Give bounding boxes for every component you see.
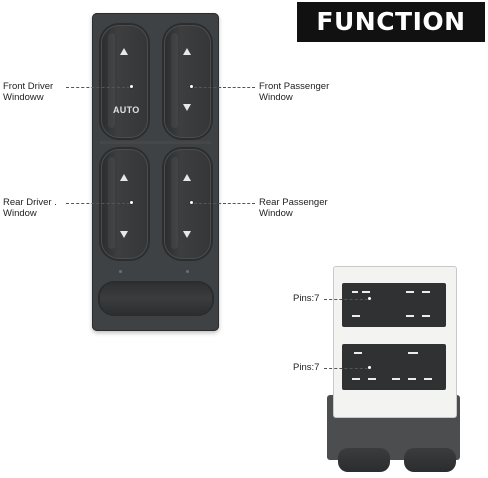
- up-arrow-icon: [183, 174, 191, 181]
- up-arrow-icon: [120, 174, 128, 181]
- window-lock-button: [100, 283, 212, 314]
- top-pins-marker: [367, 296, 372, 301]
- down-arrow-icon: [120, 231, 128, 238]
- function-banner: FUNCTION: [297, 2, 485, 42]
- front-driver-label: Front Driver Windoww: [3, 81, 54, 103]
- panel-divider: [100, 141, 211, 144]
- up-arrow-icon: [183, 48, 191, 55]
- front-passenger-label: Front Passenger Window: [259, 81, 330, 103]
- rear-passenger-label: Rear Passenger Window: [259, 197, 328, 219]
- up-arrow-icon: [120, 48, 128, 55]
- top-pin-socket: [342, 283, 446, 327]
- down-arrow-icon: [183, 231, 191, 238]
- down-arrow-icon: [183, 104, 191, 111]
- rear-driver-marker: [129, 200, 134, 205]
- bottom-pins-marker: [367, 365, 372, 370]
- rear-driver-leader: [66, 203, 130, 204]
- front-passenger-leader: [194, 87, 255, 88]
- connector-foot: [404, 448, 456, 472]
- panel-indicator: [186, 270, 189, 273]
- rear-passenger-leader: [194, 203, 255, 204]
- rear-driver-switch: [101, 149, 148, 259]
- rear-passenger-marker: [189, 200, 194, 205]
- auto-label: AUTO: [113, 105, 140, 115]
- top-pins-label: Pins:7: [293, 293, 320, 304]
- rear-passenger-switch: [164, 149, 211, 259]
- bottom-pins-label: Pins:7: [293, 362, 320, 373]
- panel-indicator: [119, 270, 122, 273]
- rear-driver-label: Rear Driver . Window: [3, 197, 57, 219]
- bottom-pin-socket: [342, 344, 446, 390]
- top-pins-leader: [324, 299, 368, 300]
- front-driver-leader: [66, 87, 130, 88]
- front-driver-marker: [129, 84, 134, 89]
- bottom-pins-leader: [324, 368, 368, 369]
- front-passenger-switch: [164, 25, 211, 138]
- connector-foot: [338, 448, 390, 472]
- front-driver-switch: AUTO: [101, 25, 148, 138]
- front-passenger-marker: [189, 84, 194, 89]
